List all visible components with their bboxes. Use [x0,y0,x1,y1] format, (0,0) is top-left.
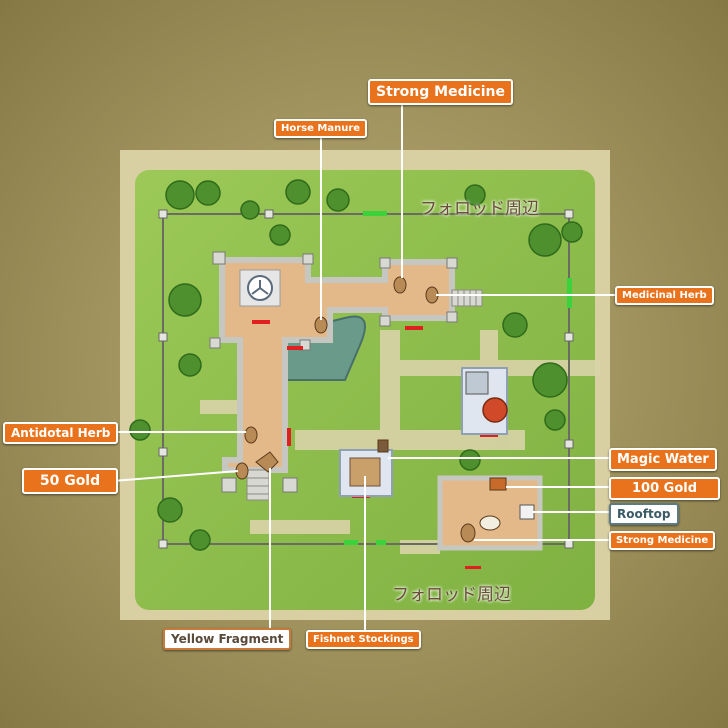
callout-strong-medicine-top[interactable]: Strong Medicine [368,79,513,105]
callout-yellow-fragment[interactable]: Yellow Fragment [163,628,292,650]
callout-magic-water[interactable]: Magic Water [609,448,717,471]
wall-posts [158,209,574,549]
region-label-south: フォロッド周辺 [392,585,511,605]
callout-100-gold[interactable]: 100 Gold [609,477,720,500]
callout-50-gold[interactable]: 50 Gold [22,468,118,494]
callout-rooftop[interactable]: Rooftop [609,503,679,525]
east-building [461,367,508,435]
trees [129,179,583,551]
callout-medicinal-herb[interactable]: Medicinal Herb [615,286,714,305]
region-label-north: フォロッド周辺 [420,199,539,219]
leader-lines [112,100,615,630]
fountain [239,269,281,307]
castle-floor [219,257,455,473]
callout-antidotal-herb[interactable]: Antidotal Herb [3,422,119,444]
castle-towers [209,251,458,493]
callout-strong-medicine-bottom[interactable]: Strong Medicine [609,531,716,550]
item-markers[interactable] [235,276,507,543]
callout-fishnet-stockings[interactable]: Fishnet Stockings [306,630,421,649]
green-gates[interactable] [344,211,572,545]
callout-horse-manure[interactable]: Horse Manure [274,119,368,138]
